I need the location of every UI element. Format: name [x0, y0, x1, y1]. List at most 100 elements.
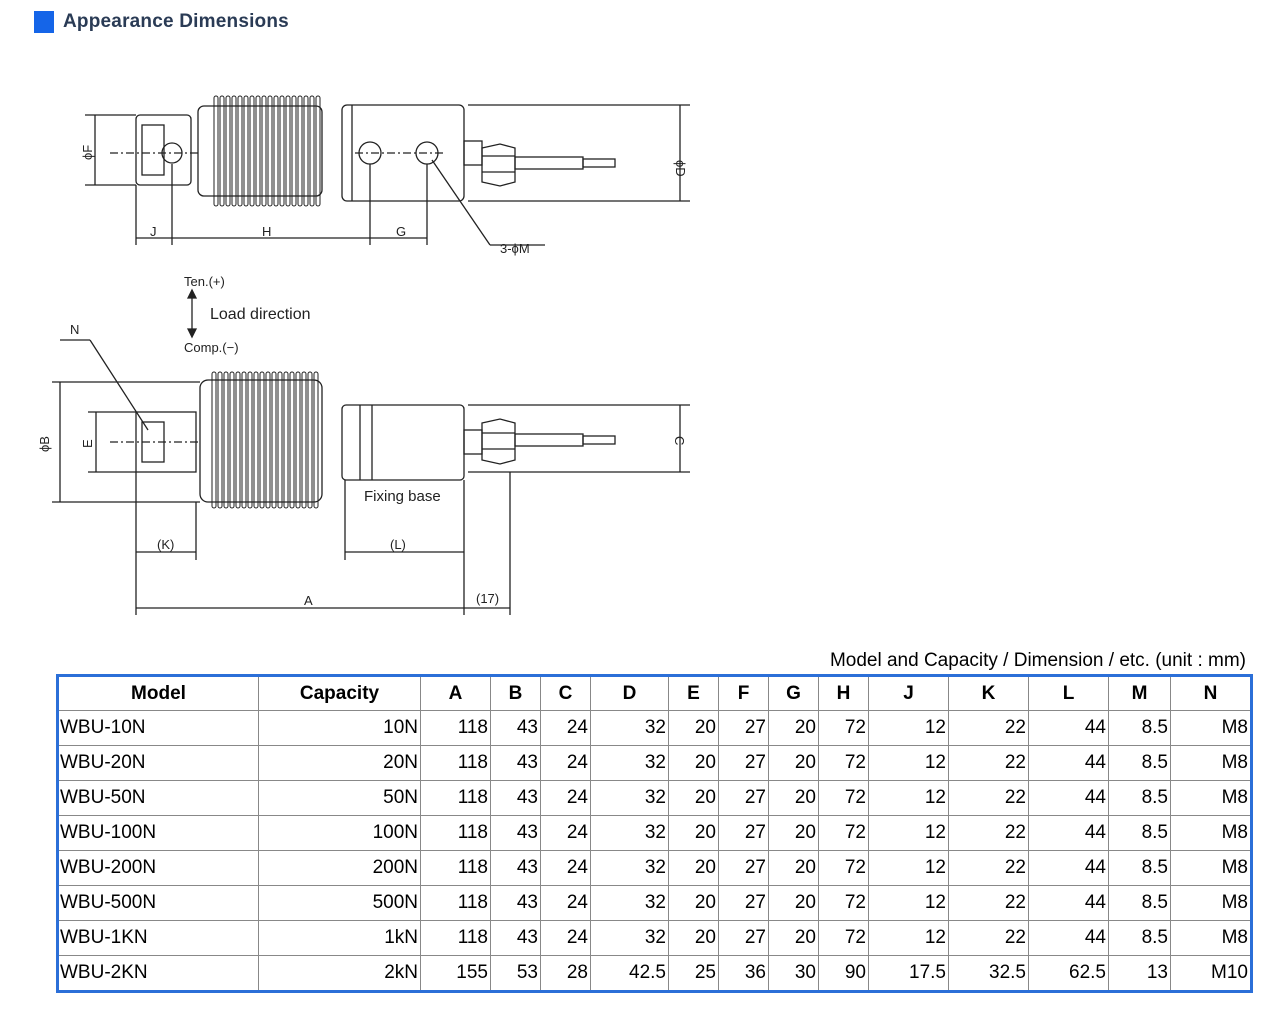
- table-cell: 20: [768, 780, 819, 816]
- table-cell: 27: [718, 745, 769, 781]
- table-cell: 17.5: [868, 955, 949, 992]
- table-cell: 32.5: [948, 955, 1029, 992]
- label-compression: Comp.(−): [184, 340, 239, 355]
- table-cell: 27: [718, 710, 769, 746]
- table-cell: 12: [868, 815, 949, 851]
- table-cell: 1kN: [258, 920, 421, 956]
- label-g: G: [396, 224, 406, 239]
- column-header-m: M: [1108, 675, 1171, 711]
- table-cell: 72: [818, 850, 869, 886]
- column-header-n: N: [1170, 675, 1252, 711]
- table-cell: 43: [490, 850, 541, 886]
- table-cell: 118: [420, 815, 491, 851]
- table-cell: 22: [948, 815, 1029, 851]
- table-cell: 22: [948, 710, 1029, 746]
- column-header-g: G: [768, 675, 819, 711]
- table-cell: 72: [818, 885, 869, 921]
- table-cell: M8: [1170, 815, 1252, 851]
- table-cell: 155: [420, 955, 491, 992]
- table-cell: 118: [420, 850, 491, 886]
- section-heading: Appearance Dimensions: [34, 10, 289, 34]
- table-cell: 27: [718, 780, 769, 816]
- table-cell: 43: [490, 920, 541, 956]
- table-cell: 24: [540, 780, 591, 816]
- table-cell: 27: [718, 815, 769, 851]
- table-cell: 12: [868, 710, 949, 746]
- label-k: (K): [157, 537, 174, 552]
- model-cell: WBU-20N: [57, 745, 259, 781]
- table-cell: 12: [868, 780, 949, 816]
- table-cell: 20: [768, 710, 819, 746]
- table-cell: 20: [768, 850, 819, 886]
- model-cell: WBU-100N: [57, 815, 259, 851]
- table-cell: 44: [1028, 850, 1109, 886]
- table-cell: 25: [668, 955, 719, 992]
- table-cell: 8.5: [1108, 780, 1171, 816]
- table-cell: 20: [668, 710, 719, 746]
- label-c: C: [672, 436, 687, 445]
- table-cell: 36: [718, 955, 769, 992]
- table-cell: 8.5: [1108, 850, 1171, 886]
- table-cell: 8.5: [1108, 885, 1171, 921]
- table-cell: 44: [1028, 780, 1109, 816]
- table-cell: 72: [818, 920, 869, 956]
- table-cell: 12: [868, 850, 949, 886]
- table-cell: 500N: [258, 885, 421, 921]
- label-a: A: [304, 593, 313, 608]
- table-cell: 32: [590, 780, 669, 816]
- label-phi-b: ϕB: [37, 436, 52, 452]
- column-header-f: F: [718, 675, 769, 711]
- table-cell: 44: [1028, 815, 1109, 851]
- table-cell: 20: [668, 920, 719, 956]
- table-cell: 8.5: [1108, 710, 1171, 746]
- table-cell: 44: [1028, 710, 1109, 746]
- table-cell: 118: [420, 710, 491, 746]
- table-cell: 12: [868, 885, 949, 921]
- table-cell: 50N: [258, 780, 421, 816]
- label-tension: Ten.(+): [184, 274, 225, 289]
- table-cell: M8: [1170, 850, 1252, 886]
- table-cell: 32: [590, 745, 669, 781]
- label-e: E: [80, 439, 95, 448]
- column-header-c: C: [540, 675, 591, 711]
- table-cell: 22: [948, 780, 1029, 816]
- table-cell: 20: [668, 780, 719, 816]
- table-cell: 20: [668, 885, 719, 921]
- label-load-direction: Load direction: [210, 306, 311, 323]
- heading-marker: [34, 11, 54, 33]
- table-cell: 24: [540, 885, 591, 921]
- model-cell: WBU-500N: [57, 885, 259, 921]
- table-cell: 43: [490, 780, 541, 816]
- table-cell: 44: [1028, 745, 1109, 781]
- column-header-j: J: [868, 675, 949, 711]
- table-cell: 20: [768, 815, 819, 851]
- label-holes: 3-ϕM: [500, 241, 530, 256]
- table-cell: 72: [818, 780, 869, 816]
- table-cell: 32: [590, 920, 669, 956]
- table-cell: 20: [668, 815, 719, 851]
- table-cell: 72: [818, 745, 869, 781]
- model-cell: WBU-50N: [57, 780, 259, 816]
- table-cell: 22: [948, 920, 1029, 956]
- table-cell: 22: [948, 850, 1029, 886]
- table-cell: 24: [540, 710, 591, 746]
- table-cell: 10N: [258, 710, 421, 746]
- label-l: (L): [390, 537, 406, 552]
- model-cell: WBU-1KN: [57, 920, 259, 956]
- table-cell: 8.5: [1108, 745, 1171, 781]
- table-cell: 24: [540, 745, 591, 781]
- table-cell: 118: [420, 885, 491, 921]
- column-header-a: A: [420, 675, 491, 711]
- label-j: J: [150, 224, 157, 239]
- table-cell: 100N: [258, 815, 421, 851]
- column-header-model: Model: [57, 675, 259, 711]
- table-cell: 8.5: [1108, 815, 1171, 851]
- table-cell: 22: [948, 885, 1029, 921]
- column-header-l: L: [1028, 675, 1109, 711]
